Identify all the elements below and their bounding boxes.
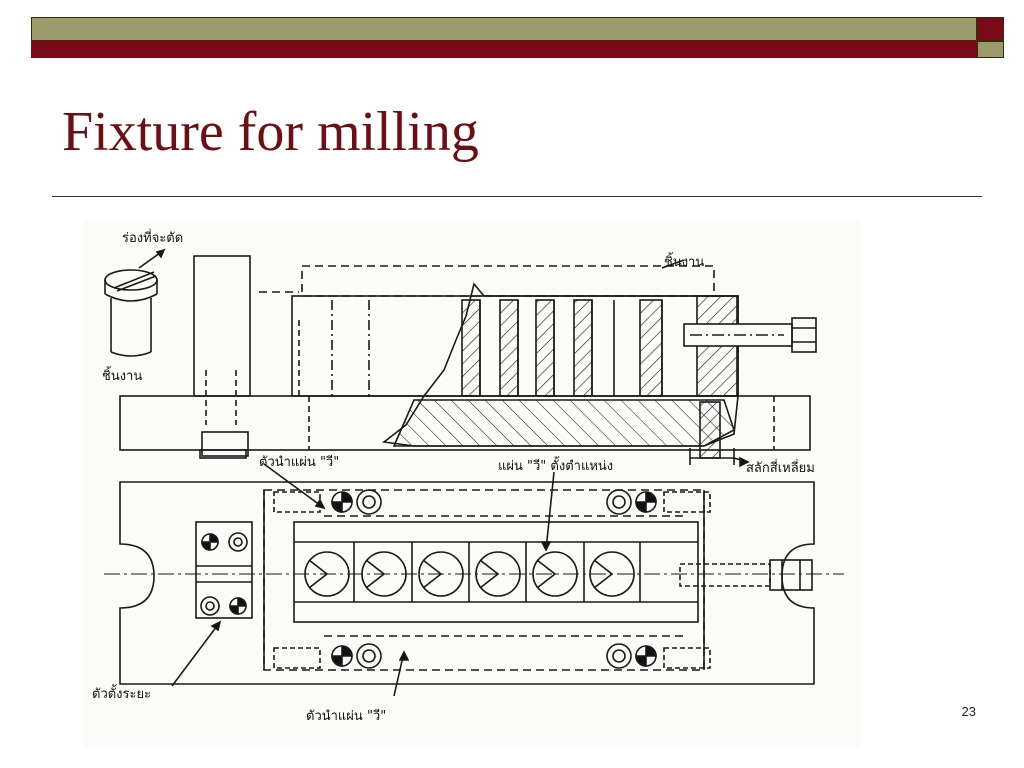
label-v-plate-locator: แผ่น "วี" ตั้งตำแหน่ง — [498, 456, 613, 474]
label-square-key: สลักสี่เหลี่ยม — [746, 459, 815, 476]
olive-square — [977, 41, 1004, 58]
label-v-plate-guide-bottom: ตัวนำแผ่น "วี" — [306, 708, 386, 724]
title-decoration-bar — [0, 0, 1024, 60]
maroon-square — [977, 17, 1004, 41]
fixture-drawing: ร่องที่จะตัด ชิ้นงาน ชิ้นงาน ตัวนำแผ่น "… — [84, 220, 860, 748]
title-divider — [52, 196, 982, 197]
v-block-row — [304, 542, 641, 602]
plan-view — [104, 259, 844, 697]
small-workpiece — [104, 248, 166, 357]
label-spacing-setter: ตัวตั้งระยะ — [92, 684, 151, 702]
maroon-band — [31, 41, 977, 58]
label-workpiece-left: ชิ้นงาน — [102, 366, 142, 384]
slide-title: Fixture for milling — [62, 101, 479, 163]
side-view — [119, 255, 817, 465]
label-workpiece-top: ชิ้นงาน — [664, 252, 704, 270]
label-v-plate-guide-top: ตัวนำแผ่น "วี" — [259, 454, 339, 470]
olive-band — [31, 17, 977, 41]
slide-number: 23 — [961, 704, 976, 719]
label-slot-to-cut: ร่องที่จะตัด — [122, 229, 183, 246]
